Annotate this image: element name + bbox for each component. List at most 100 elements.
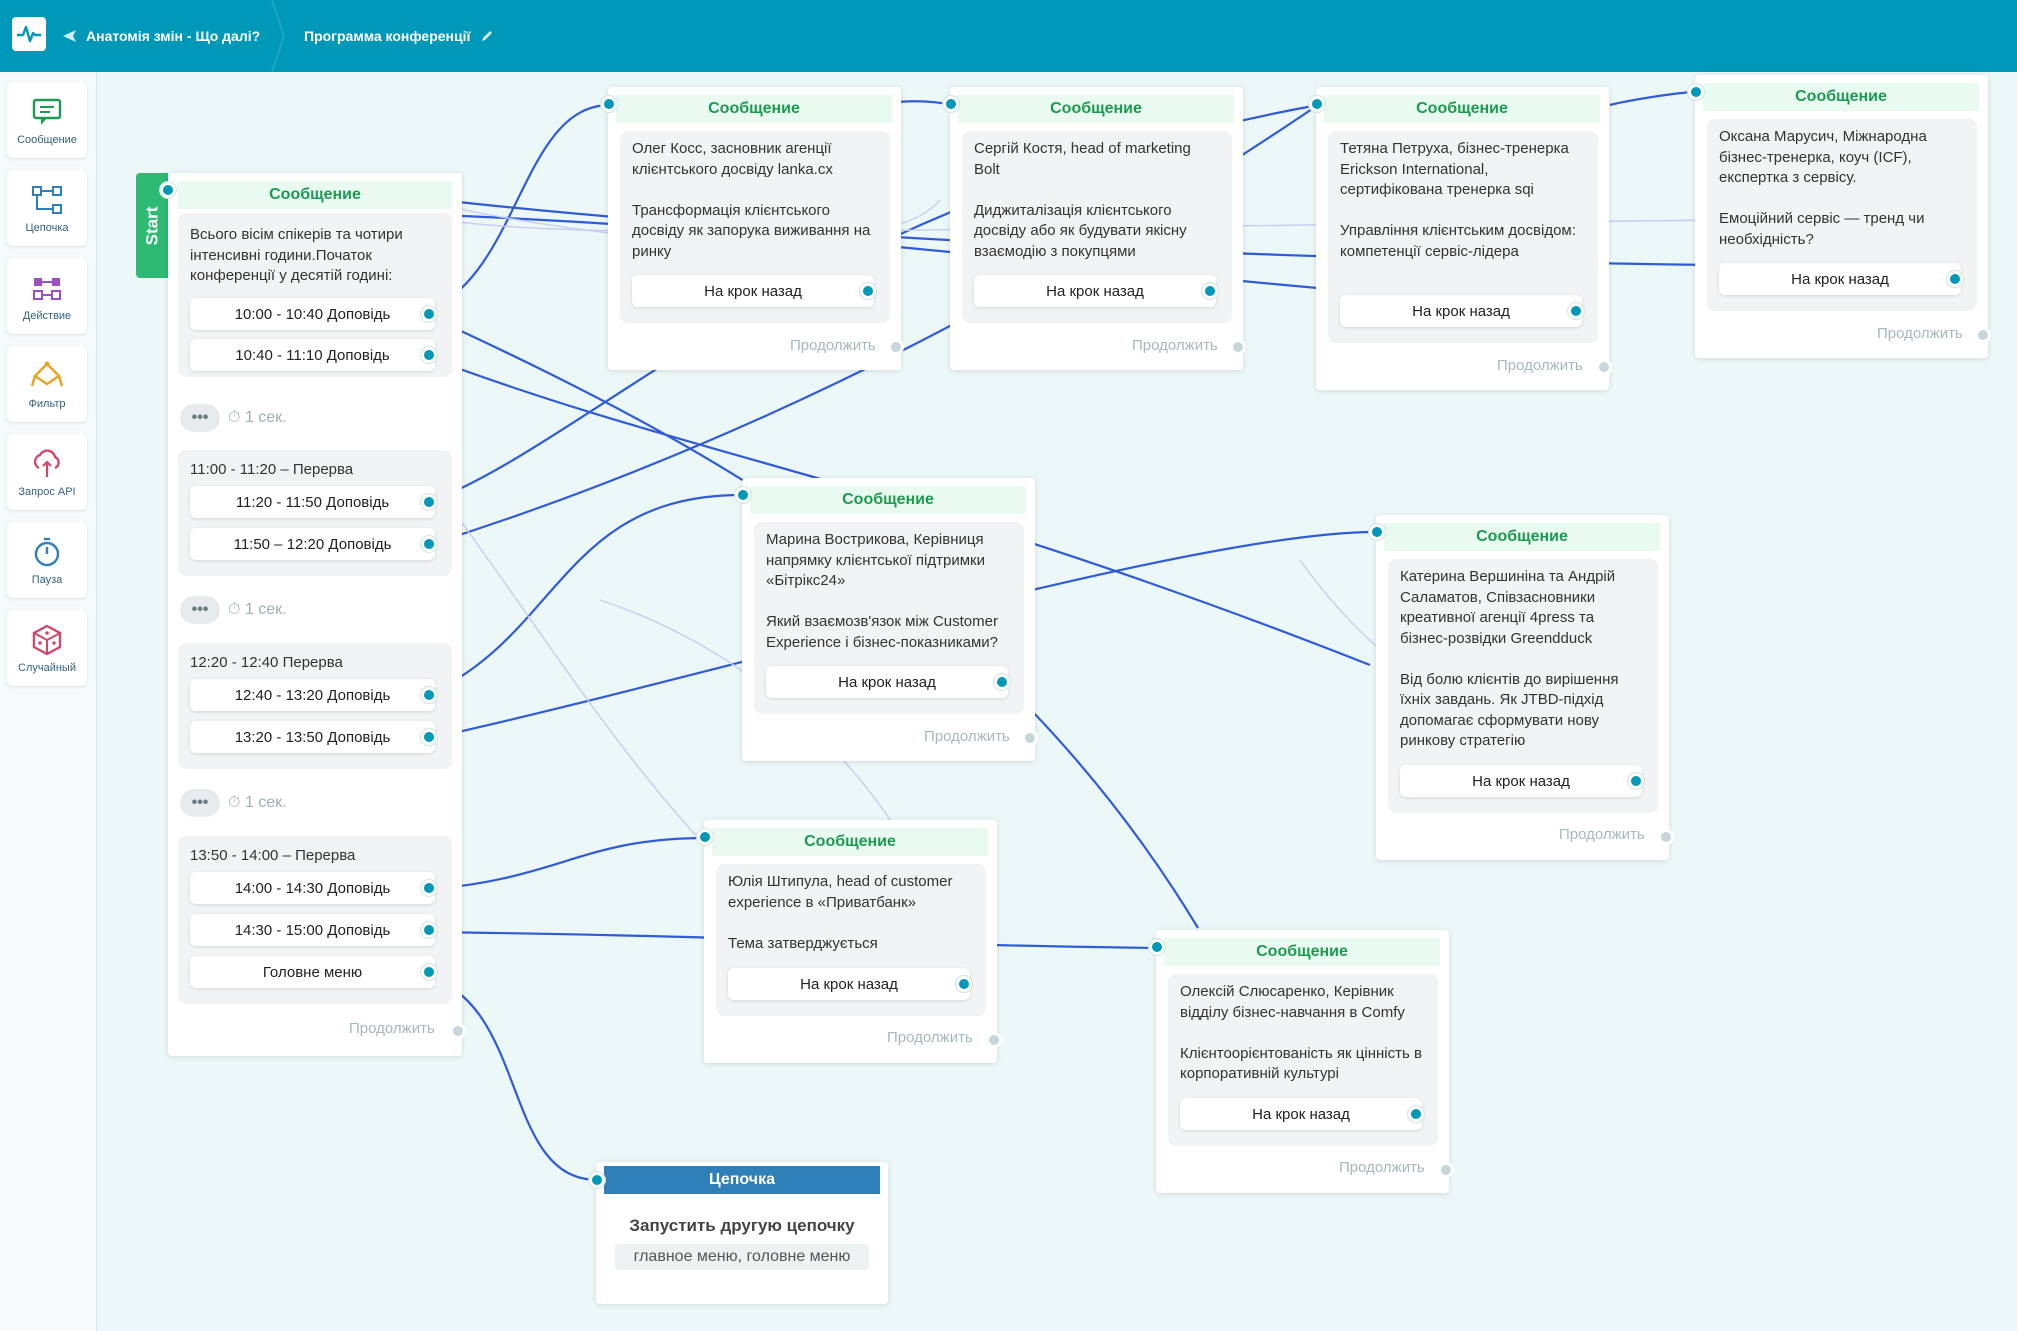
top-bar: Анатомія змін - Що далі? Программа конфе… [0,0,2017,72]
pause-delay[interactable]: •••⏱ 1 сек. [180,404,287,432]
node-header: Сообщение [1324,95,1600,123]
message-text: Всього вісім спікерів та чотири інтенсив… [190,226,403,284]
continue-port[interactable] [1022,730,1038,746]
input-port[interactable] [1309,96,1325,112]
input-port[interactable] [160,182,176,198]
output-port[interactable] [421,687,437,703]
message-node[interactable]: Сообщение Тетяна Петруха, бізнес-тренерк… [1316,87,1612,390]
tool-api-request[interactable]: Запрос API [7,434,87,510]
continue-port[interactable] [1658,829,1674,845]
output-port[interactable] [1628,773,1644,789]
input-port[interactable] [1149,939,1165,955]
back-step-button[interactable]: На крок назад [1400,765,1642,797]
continue-label: Продолжить [1339,1159,1425,1176]
output-port[interactable] [421,880,437,896]
back-step-button[interactable]: На крок назад [974,275,1216,307]
output-port[interactable] [1947,271,1963,287]
continue-label: Продолжить [1132,337,1218,354]
pause-delay[interactable]: •••⏱ 1 сек. [180,789,287,817]
pause-delay[interactable]: •••⏱ 1 сек. [180,596,287,624]
message-block: Катерина Вершиніна та Андрій Саламатов, … [1388,559,1658,813]
more-dots-icon[interactable]: ••• [180,404,220,432]
continue-port[interactable] [1596,359,1612,375]
back-step-button[interactable]: На крок назад [1180,1098,1422,1130]
message-node[interactable]: Сообщение Марина Вострикова, Керівниця н… [742,478,1038,761]
output-port[interactable] [421,536,437,552]
more-dots-icon[interactable]: ••• [180,596,220,624]
message-block: Тетяна Петруха, бізнес-тренерка Erickson… [1328,131,1598,343]
continue-label: Продолжить [790,337,876,354]
back-link[interactable]: Анатомія змін - Що далі? [62,0,260,72]
pulse-logo-icon[interactable] [12,17,46,51]
input-port[interactable] [943,96,959,112]
output-port[interactable] [421,494,437,510]
breadcrumb-separator [271,0,285,72]
back-step-button[interactable]: На крок назад [1719,263,1961,295]
output-port[interactable] [421,964,437,980]
reply-button[interactable]: 14:30 - 15:00 Доповідь [190,914,435,946]
continue-label: Продолжить [1497,357,1583,374]
output-port[interactable] [421,347,437,363]
tool-filter[interactable]: Фильтр [7,346,87,422]
back-step-button[interactable]: На крок назад [1340,295,1582,327]
message-node[interactable]: Сообщение Олег Косс, засновник агенції к… [608,87,904,370]
tool-random[interactable]: Случайный [7,610,87,686]
reply-button[interactable]: 13:20 - 13:50 Доповідь [190,721,435,753]
input-port[interactable] [735,487,751,503]
start-message-node[interactable]: Сообщение Всього вісім спікерів та чотир… [168,173,466,1056]
tool-message[interactable]: Сообщение [7,82,87,158]
continue-port[interactable] [986,1032,1002,1048]
output-port[interactable] [994,674,1010,690]
reply-button[interactable]: 10:00 - 10:40 Доповідь [190,298,435,330]
message-node[interactable]: Сообщение Сергій Костя, head of marketin… [950,87,1246,370]
message-block: Юлія Штипула, head of customer experienc… [716,864,986,1016]
message-block: Олег Косс, засновник агенції клієнтськог… [620,131,890,323]
message-text: Юлія Штипула, head of customer experienc… [728,873,953,952]
input-port[interactable] [697,829,713,845]
input-port[interactable] [1688,84,1704,100]
continue-port[interactable] [1975,327,1991,343]
chain-icon [32,186,62,214]
tool-action[interactable]: Действие [7,258,87,334]
reply-button[interactable]: 11:20 - 11:50 Доповідь [190,486,435,518]
message-block: Сергій Костя, head of marketing Bolt Дид… [962,131,1232,323]
back-step-button[interactable]: На крок назад [632,275,874,307]
continue-port[interactable] [450,1023,466,1039]
input-port[interactable] [601,96,617,112]
message-node[interactable]: Сообщение Катерина Вершиніна та Андрій С… [1376,515,1674,860]
continue-port[interactable] [888,339,904,355]
filter-icon [30,361,64,387]
reply-button[interactable]: 11:50 – 12:20 Доповідь [190,528,435,560]
edit-pencil-icon[interactable] [480,29,494,43]
reply-button[interactable]: 10:40 - 11:10 Доповідь [190,339,435,371]
output-port[interactable] [421,306,437,322]
message-text: Олег Косс, засновник агенції клієнтськог… [632,140,871,260]
timer-icon: ⏱ [228,794,241,811]
message-node[interactable]: Сообщение Олексій Слюсаренко, Керівник в… [1156,930,1454,1193]
more-dots-icon[interactable]: ••• [180,789,220,817]
pause-icon [34,537,60,567]
tool-pause[interactable]: Пауза [7,522,87,598]
input-port[interactable] [1369,524,1385,540]
output-port[interactable] [860,283,876,299]
output-port[interactable] [956,976,972,992]
continue-label: Продолжить [349,1020,435,1037]
back-step-button[interactable]: На крок назад [728,968,970,1000]
reply-button[interactable]: 14:00 - 14:30 Доповідь [190,872,435,904]
output-port[interactable] [1202,283,1218,299]
reply-button[interactable]: 12:40 - 13:20 Доповідь [190,679,435,711]
continue-port[interactable] [1230,339,1246,355]
message-node[interactable]: Сообщение Юлія Штипула, head of customer… [704,820,1002,1063]
output-port[interactable] [1408,1106,1424,1122]
input-port[interactable] [589,1172,605,1188]
chain-node[interactable]: Цепочка Запустить другую цепочку главное… [596,1162,888,1304]
node-palette-sidebar: Сообщение Цепочка Действие Фильтр Запрос… [0,72,97,1331]
output-port[interactable] [1568,303,1584,319]
back-step-button[interactable]: На крок назад [766,666,1008,698]
output-port[interactable] [421,922,437,938]
message-node[interactable]: Сообщение Оксана Марусич, Міжнародна біз… [1695,75,1991,358]
main-menu-button[interactable]: Головне меню [190,956,435,988]
continue-port[interactable] [1438,1162,1454,1178]
output-port[interactable] [421,729,437,745]
tool-chain[interactable]: Цепочка [7,170,87,246]
